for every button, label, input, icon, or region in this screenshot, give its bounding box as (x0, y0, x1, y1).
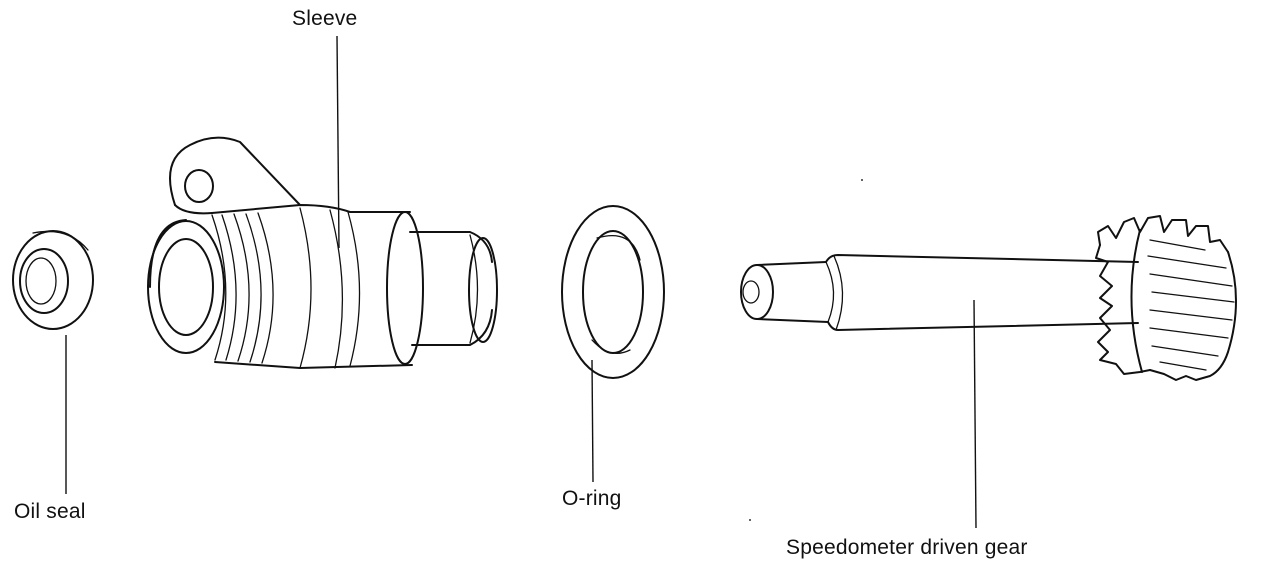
sleeve-label: Sleeve (292, 7, 358, 30)
sleeve-part (147, 136, 498, 369)
o-ring-label: O-ring (562, 487, 622, 510)
speedometer-driven-gear-label: Speedometer driven gear (786, 536, 1028, 559)
gear-leader-line (973, 299, 977, 529)
o-ring-leader-line (591, 359, 594, 483)
sleeve-leader-line (336, 35, 340, 249)
oil-seal-part (12, 230, 94, 330)
speedometer-driven-gear-part (740, 215, 1237, 381)
oil-seal-label: Oil seal (14, 500, 86, 523)
o-ring-part (561, 205, 665, 379)
